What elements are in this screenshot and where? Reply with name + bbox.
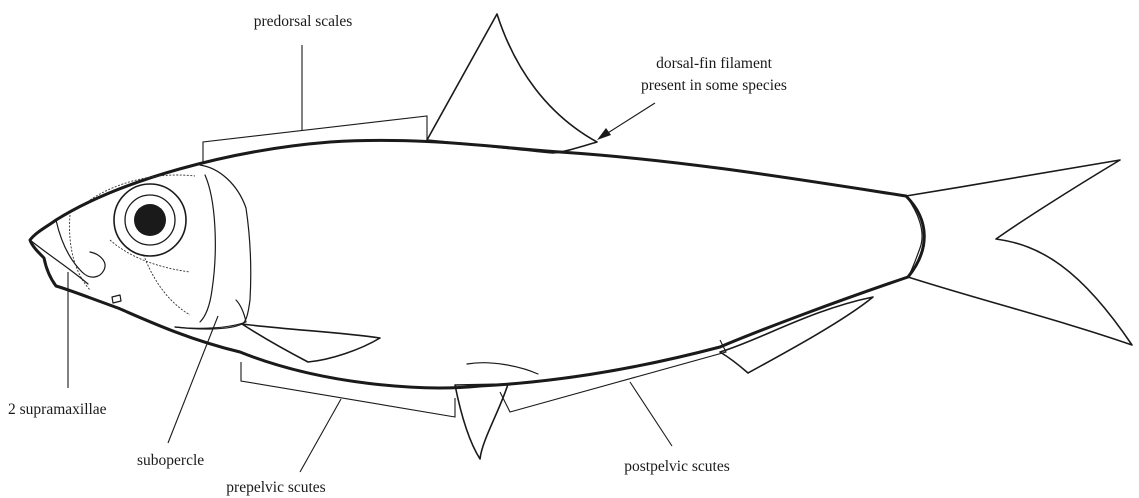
maxilla [56, 220, 105, 277]
label-dorsal-filament-line1: dorsal-fin filament [656, 55, 772, 72]
label-subopercle: subopercle [137, 452, 204, 469]
anal-fin [720, 297, 873, 373]
subopercle-leader [168, 316, 218, 443]
eye-pupil [134, 204, 166, 236]
label-predorsal-scales: predorsal scales [254, 13, 353, 30]
label-supramaxillae: 2 supramaxillae [8, 401, 107, 418]
head-detail-3 [70, 215, 90, 290]
caudal-fin [906, 160, 1132, 345]
belly-detail [467, 363, 538, 374]
prepelvic-scutes-bracket [241, 362, 455, 417]
postpelvic-scutes-bracket [500, 340, 726, 412]
label-postpelvic-scutes: postpelvic scutes [624, 458, 729, 475]
lower-jaw [30, 240, 88, 284]
pectoral-fin [242, 324, 380, 362]
supramaxilla-detail [112, 295, 121, 303]
label-prepelvic-scutes: prepelvic scutes [226, 479, 325, 496]
preopercle [200, 175, 215, 322]
dorsal-filament-arrow-line [603, 103, 655, 136]
dorsal-filament-arrowhead [597, 128, 611, 140]
subopercle-shape [175, 300, 246, 328]
prepelvic-scutes-leader [300, 399, 341, 472]
fish-body-outline [30, 140, 924, 387]
pelvic-fin [455, 384, 508, 459]
dorsal-fin [427, 14, 597, 153]
postpelvic-scutes-leader [630, 382, 672, 446]
label-dorsal-filament-line2: present in some species [641, 77, 787, 94]
